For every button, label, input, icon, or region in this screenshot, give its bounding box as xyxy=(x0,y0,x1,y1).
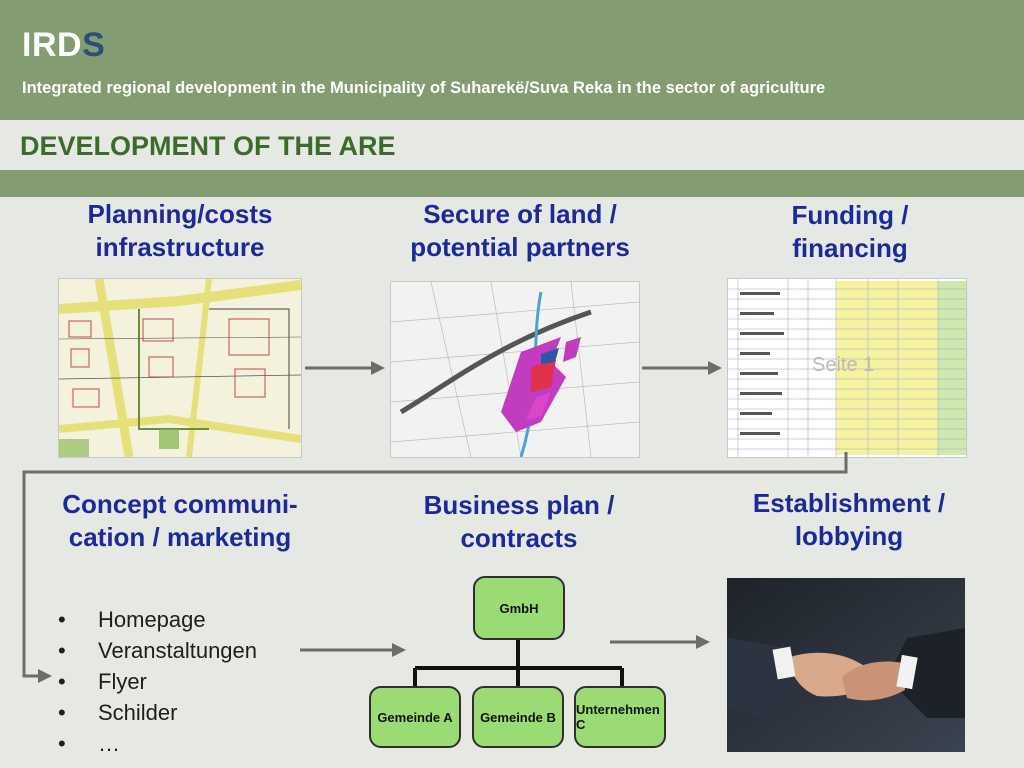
cost-spreadsheet-image: Seite 1 xyxy=(727,278,967,458)
list-item: Homepage xyxy=(52,604,257,635)
list-item: … xyxy=(52,728,257,759)
divider-bar xyxy=(0,170,1024,197)
header-band xyxy=(0,0,1024,120)
connector-funding-to-concept xyxy=(22,452,848,683)
step-concept-heading: Concept communi-cation / marketing xyxy=(62,489,298,552)
title-band xyxy=(0,120,1024,170)
list-item: Veranstaltungen xyxy=(52,635,257,666)
presentation-subtitle: Integrated regional development in the M… xyxy=(22,79,826,97)
arrow-business-to-establishment xyxy=(610,635,710,649)
step-funding-heading: Funding /financing xyxy=(791,200,909,263)
step-land-heading: Secure of land /potential partners xyxy=(410,199,630,262)
cadastral-plan-image xyxy=(58,278,302,458)
land-parcels-map-image xyxy=(390,281,640,458)
org-chart-connectors xyxy=(413,640,624,686)
spreadsheet-watermark: Seite 1 xyxy=(812,354,874,376)
org-node-gemeinde-a: Gemeinde A xyxy=(369,686,461,748)
step-establishment-heading: Establishment /lobbying xyxy=(752,488,946,551)
section-title: DEVELOPMENT OF THE ARE xyxy=(20,131,396,161)
org-node-gemeinde-b: Gemeinde B xyxy=(472,686,564,748)
org-node-gmbh: GmbH xyxy=(473,576,565,640)
marketing-bullet-list: Homepage Veranstaltungen Flyer Schilder … xyxy=(52,604,257,759)
arrow-concept-to-business xyxy=(300,643,406,657)
arrow-land-to-funding xyxy=(642,361,722,375)
brand-logo-text: IRDS xyxy=(22,26,106,64)
org-node-unternehmen-c: Unternehmen C xyxy=(574,686,666,748)
step-business-plan-heading: Business plan /contracts xyxy=(423,490,615,553)
list-item: Schilder xyxy=(52,697,257,728)
list-item: Flyer xyxy=(52,666,257,697)
arrow-planning-to-land xyxy=(305,361,385,375)
handshake-photo xyxy=(727,578,965,752)
